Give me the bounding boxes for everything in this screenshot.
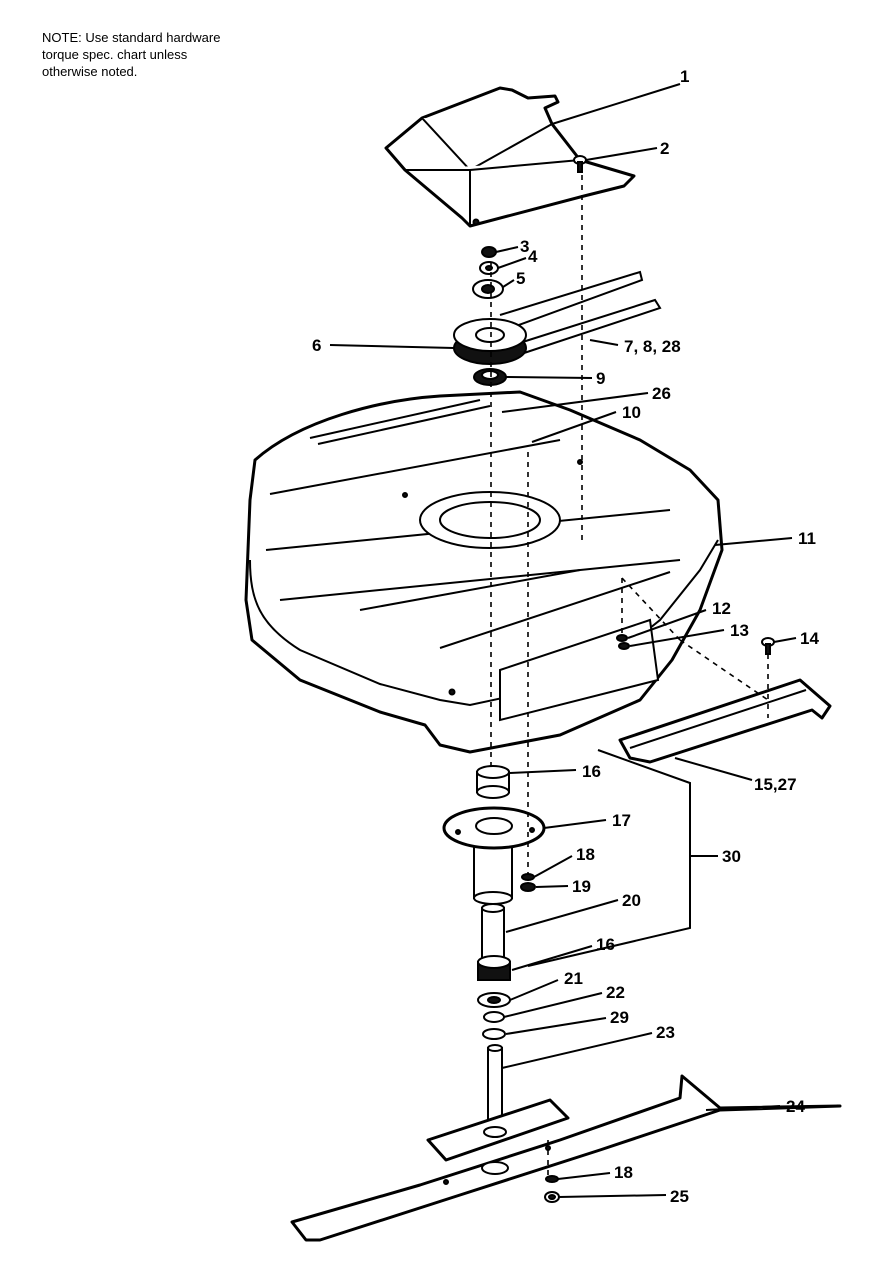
deck-washer bbox=[616, 634, 628, 642]
callout-18-upper: 18 bbox=[576, 845, 595, 864]
drive-belt bbox=[499, 270, 662, 356]
baffle-bolt bbox=[761, 637, 775, 655]
callout-6: 6 bbox=[312, 336, 321, 355]
callout-3: 3 bbox=[520, 237, 529, 256]
housing-nut bbox=[520, 882, 536, 892]
deck-nut bbox=[618, 642, 630, 650]
callout-13: 13 bbox=[730, 621, 749, 640]
upper-bearing bbox=[476, 765, 510, 799]
callout-24: 24 bbox=[786, 1097, 805, 1116]
spindle-housing bbox=[442, 806, 546, 905]
callout-11: 11 bbox=[798, 529, 816, 548]
torque-note: NOTE: Use standard hardware torque spec.… bbox=[42, 29, 302, 80]
assembly-centerlines bbox=[490, 175, 769, 1175]
callout-30: 30 bbox=[722, 847, 741, 866]
spacer-tube bbox=[481, 903, 505, 959]
spindle-pulley bbox=[453, 318, 527, 365]
callout-19: 19 bbox=[572, 877, 591, 896]
deck-baffle bbox=[618, 678, 832, 764]
callout-23: 23 bbox=[656, 1023, 675, 1042]
callout-14: 14 bbox=[800, 629, 819, 648]
leader-lines bbox=[329, 83, 797, 1198]
callout-25: 25 bbox=[670, 1187, 689, 1206]
callout-22: 22 bbox=[606, 983, 625, 1002]
callout-16-upper: 16 bbox=[582, 762, 601, 781]
top-nut bbox=[481, 246, 497, 258]
callout-26: 26 bbox=[652, 384, 671, 403]
callout-12: 12 bbox=[712, 599, 731, 618]
blade-nut bbox=[544, 1191, 560, 1203]
top-washer bbox=[479, 261, 499, 275]
note-line-1: NOTE: Use standard hardware bbox=[42, 30, 221, 45]
callout-15-27: 15,27 bbox=[754, 775, 797, 794]
callout-5: 5 bbox=[516, 269, 525, 288]
callout-2: 2 bbox=[660, 139, 669, 158]
blade-lockwasher bbox=[545, 1175, 559, 1183]
callout-29: 29 bbox=[610, 1008, 629, 1027]
callout-18-lower: 18 bbox=[614, 1163, 633, 1182]
callout-1: 1 bbox=[680, 67, 689, 86]
callout-7-8-28: 7, 8, 28 bbox=[624, 337, 681, 356]
mower-blade bbox=[290, 1074, 842, 1242]
callout-16-lower: 16 bbox=[596, 935, 615, 954]
note-line-3: otherwise noted. bbox=[42, 64, 138, 79]
callout-labels: 1 2 3 4 5 6 7, 8, 28 9 26 10 11 12 13 14… bbox=[312, 67, 819, 1206]
lower-bearing bbox=[477, 955, 511, 981]
callout-4: 4 bbox=[528, 247, 538, 266]
housing-lockwasher bbox=[521, 873, 535, 881]
callout-10: 10 bbox=[622, 403, 641, 422]
callout-21: 21 bbox=[564, 969, 583, 988]
cover-bolt bbox=[573, 155, 587, 173]
callout-20: 20 bbox=[622, 891, 641, 910]
mower-deck bbox=[244, 390, 724, 754]
pulley-spacer bbox=[473, 368, 507, 386]
spindle-shim bbox=[483, 1011, 505, 1023]
pulley-bushing bbox=[472, 279, 504, 299]
note-line-2: torque spec. chart unless bbox=[42, 47, 188, 62]
belt-cover bbox=[384, 86, 636, 228]
callout-17: 17 bbox=[612, 811, 631, 830]
callout-9: 9 bbox=[596, 369, 605, 388]
spindle-washer bbox=[477, 992, 511, 1008]
spindle-ring bbox=[482, 1028, 506, 1040]
spindle-shaft bbox=[426, 1044, 570, 1162]
